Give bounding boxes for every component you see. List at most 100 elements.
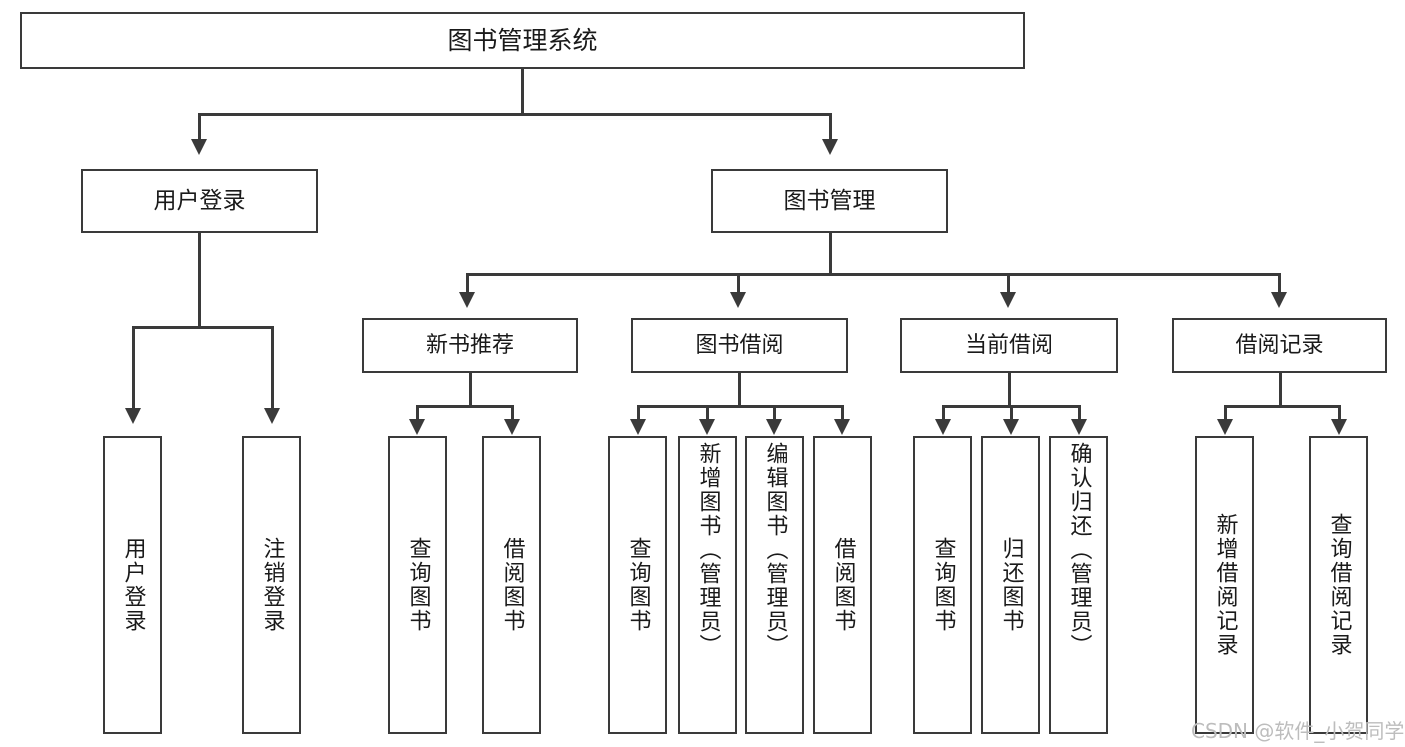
edge-cb-to-leaf-2 [1010, 405, 1013, 421]
arrow-down-icon [504, 419, 520, 435]
leaf-label: 注销登录 [259, 537, 285, 633]
edge-cb-to-leaf-1 [942, 405, 945, 421]
arrow-down-icon [1217, 419, 1233, 435]
edge-user-login-to-leaf-2 [271, 326, 274, 410]
edge-bb-to-leaf-4 [841, 405, 844, 421]
node-label: 用户登录 [153, 187, 246, 214]
leaf-content: 查询图书 [610, 438, 665, 732]
leaf-content: 查询图书 [390, 438, 445, 732]
edge-bm-to-current-borrow [1007, 273, 1010, 294]
leaf-borrow-records-add[interactable]: 新增借阅记录 [1195, 436, 1254, 734]
edge-bb-to-leaf-3 [773, 405, 776, 421]
leaf-current-borrow-return[interactable]: 归还图书 [981, 436, 1040, 734]
leaf-label: 新增借阅记录 [1212, 513, 1238, 657]
leaf-content: 查询图书 [915, 438, 970, 732]
leaf-user-login-login[interactable]: 用户登录 [103, 436, 162, 734]
node-label: 图书借阅 [695, 332, 784, 358]
node-borrow-records[interactable]: 借阅记录 [1172, 318, 1387, 373]
edge-root-stem [521, 69, 524, 113]
leaf-new-book-borrow[interactable]: 借阅图书 [482, 436, 541, 734]
arrow-down-icon [630, 419, 646, 435]
arrow-down-icon [699, 419, 715, 435]
leaf-label: 借阅图书 [499, 537, 525, 633]
leaf-content: 用户登录 [105, 438, 160, 732]
edge-book-borrow-bus [637, 405, 843, 408]
arrow-down-icon [1003, 419, 1019, 435]
leaf-label: 查询图书 [930, 537, 956, 633]
edge-bm-to-new-book [466, 273, 469, 294]
leaf-book-borrow-query[interactable]: 查询图书 [608, 436, 667, 734]
node-label: 当前借阅 [964, 332, 1053, 358]
leaf-content: 确认归还（管理员） [1051, 438, 1106, 736]
edge-book-management-stem [829, 233, 832, 273]
leaf-label: 归还图书 [998, 537, 1024, 633]
arrow-down-icon [935, 419, 951, 435]
arrow-down-icon [191, 139, 207, 155]
edge-cb-to-leaf-3 [1078, 405, 1081, 421]
node-current-borrow[interactable]: 当前借阅 [900, 318, 1118, 373]
leaf-user-login-logout[interactable]: 注销登录 [242, 436, 301, 734]
node-label: 图书管理系统 [447, 25, 598, 55]
edge-bm-to-borrow-records [1278, 273, 1281, 294]
arrow-down-icon [834, 419, 850, 435]
leaf-label: 编辑图书（管理员） [762, 442, 788, 658]
node-label: 图书管理 [783, 187, 876, 214]
edge-bm-to-book-borrow [737, 273, 740, 294]
edge-root-bus [198, 113, 832, 116]
edge-br-to-leaf-2 [1338, 405, 1341, 421]
node-label: 新书推荐 [425, 332, 514, 358]
leaf-content: 借阅图书 [815, 438, 870, 732]
leaf-book-borrow-borrow[interactable]: 借阅图书 [813, 436, 872, 734]
leaf-content: 借阅图书 [484, 438, 539, 732]
arrow-down-icon [1271, 292, 1287, 308]
edge-user-login-stem [198, 233, 201, 326]
node-book-borrow[interactable]: 图书借阅 [631, 318, 848, 373]
edge-user-login-bus [132, 326, 274, 329]
arrow-down-icon [264, 408, 280, 424]
leaf-content: 新增借阅记录 [1197, 438, 1252, 732]
edge-root-to-user-login [198, 113, 201, 141]
leaf-book-borrow-edit[interactable]: 编辑图书（管理员） [745, 436, 804, 734]
node-user-login[interactable]: 用户登录 [81, 169, 318, 233]
leaf-borrow-records-query[interactable]: 查询借阅记录 [1309, 436, 1368, 734]
leaf-current-borrow-query[interactable]: 查询图书 [913, 436, 972, 734]
edge-bb-to-leaf-2 [706, 405, 709, 421]
edge-new-book-to-leaf-2 [511, 405, 514, 421]
leaf-book-borrow-add[interactable]: 新增图书（管理员） [678, 436, 737, 734]
leaf-content: 查询借阅记录 [1311, 438, 1366, 732]
arrow-down-icon [1000, 292, 1016, 308]
edge-book-borrow-stem [738, 373, 741, 405]
edge-bb-to-leaf-1 [637, 405, 640, 421]
leaf-new-book-query[interactable]: 查询图书 [388, 436, 447, 734]
edge-borrow-records-bus [1224, 405, 1338, 408]
arrow-down-icon [1331, 419, 1347, 435]
leaf-label: 查询借阅记录 [1326, 513, 1352, 657]
arrow-down-icon [459, 292, 475, 308]
leaf-content: 编辑图书（管理员） [747, 438, 802, 736]
edge-root-to-book-management [829, 113, 832, 141]
edge-current-borrow-stem [1008, 373, 1011, 405]
leaf-content: 归还图书 [983, 438, 1038, 732]
arrow-down-icon [730, 292, 746, 308]
leaf-content: 新增图书（管理员） [680, 438, 735, 736]
arrow-down-icon [766, 419, 782, 435]
arrow-down-icon [409, 419, 425, 435]
edge-br-to-leaf-1 [1224, 405, 1227, 421]
node-root-book-management-system[interactable]: 图书管理系统 [20, 12, 1025, 69]
csdn-watermark: CSDN @软件_小贺同学 [1191, 719, 1405, 743]
leaf-label: 确认归还（管理员） [1066, 442, 1092, 658]
edge-new-book-to-leaf-1 [416, 405, 419, 421]
edge-book-management-bus [466, 273, 1281, 276]
arrow-down-icon [125, 408, 141, 424]
node-new-book-recommend[interactable]: 新书推荐 [362, 318, 578, 373]
leaf-label: 用户登录 [120, 537, 146, 633]
edge-new-book-bus [416, 405, 511, 408]
node-book-management[interactable]: 图书管理 [711, 169, 948, 233]
leaf-current-borrow-confirm[interactable]: 确认归还（管理员） [1049, 436, 1108, 734]
arrow-down-icon [822, 139, 838, 155]
leaf-label: 查询图书 [625, 537, 651, 633]
leaf-content: 注销登录 [244, 438, 299, 732]
edge-new-book-stem [469, 373, 472, 405]
node-label: 借阅记录 [1235, 332, 1324, 358]
